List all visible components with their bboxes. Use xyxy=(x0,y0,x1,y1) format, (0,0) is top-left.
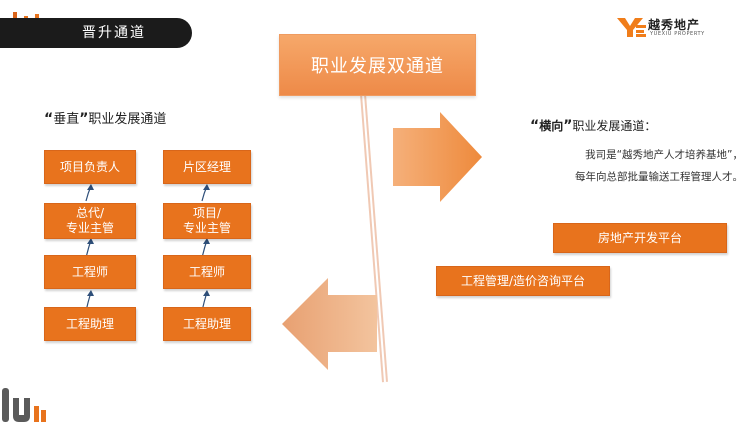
horizontal-description: 我司是“越秀地产人才培养基地”， 每年向总部批量输送工程管理人才。 xyxy=(503,144,743,188)
vertical-title: “垂直”职业发展通道 xyxy=(44,111,167,127)
box-engineering-management-platform: 工程管理/造价咨询平台 xyxy=(436,266,610,296)
box-assistant-engineer-col2: 工程助理 xyxy=(163,307,251,341)
box-engineer-col1: 工程师 xyxy=(44,255,136,289)
header-title: 晋升通道 xyxy=(82,25,146,41)
box-general-agent-supervisor: 总代/ 专业主管 xyxy=(44,203,136,239)
description-line-2: 每年向总部批量输送工程管理人才。 xyxy=(575,171,743,183)
main-title: 职业发展双通道 xyxy=(279,34,476,96)
vertical-title-rest: 职业发展通道 xyxy=(88,112,167,127)
box-project-leader: 项目负责人 xyxy=(44,150,136,184)
vertical-title-quoted: 垂直 xyxy=(53,112,80,127)
horizontal-title-rest: 职业发展通道： xyxy=(572,119,657,133)
left-arrow xyxy=(282,278,377,370)
box-assistant-engineer-col1: 工程助理 xyxy=(44,307,136,341)
header-bar xyxy=(0,18,192,48)
logo-subtext: YUEXIU PROPERTY xyxy=(650,31,705,37)
description-line-1: 我司是“越秀地产人才培养基地”， xyxy=(585,149,743,161)
right-arrow xyxy=(393,112,482,202)
box-project-supervisor: 项目/ 专业主管 xyxy=(163,203,251,239)
horizontal-title: “横向”职业发展通道： xyxy=(530,118,657,134)
footer-decoration xyxy=(2,388,46,422)
box-district-manager: 片区经理 xyxy=(163,150,251,184)
box-real-estate-platform: 房地产开发平台 xyxy=(553,223,727,253)
horizontal-title-quoted: 横向 xyxy=(539,119,564,133)
logo-icon xyxy=(617,18,646,37)
box-engineer-col2: 工程师 xyxy=(163,255,251,289)
logo-text: 越秀地产 xyxy=(648,18,701,32)
